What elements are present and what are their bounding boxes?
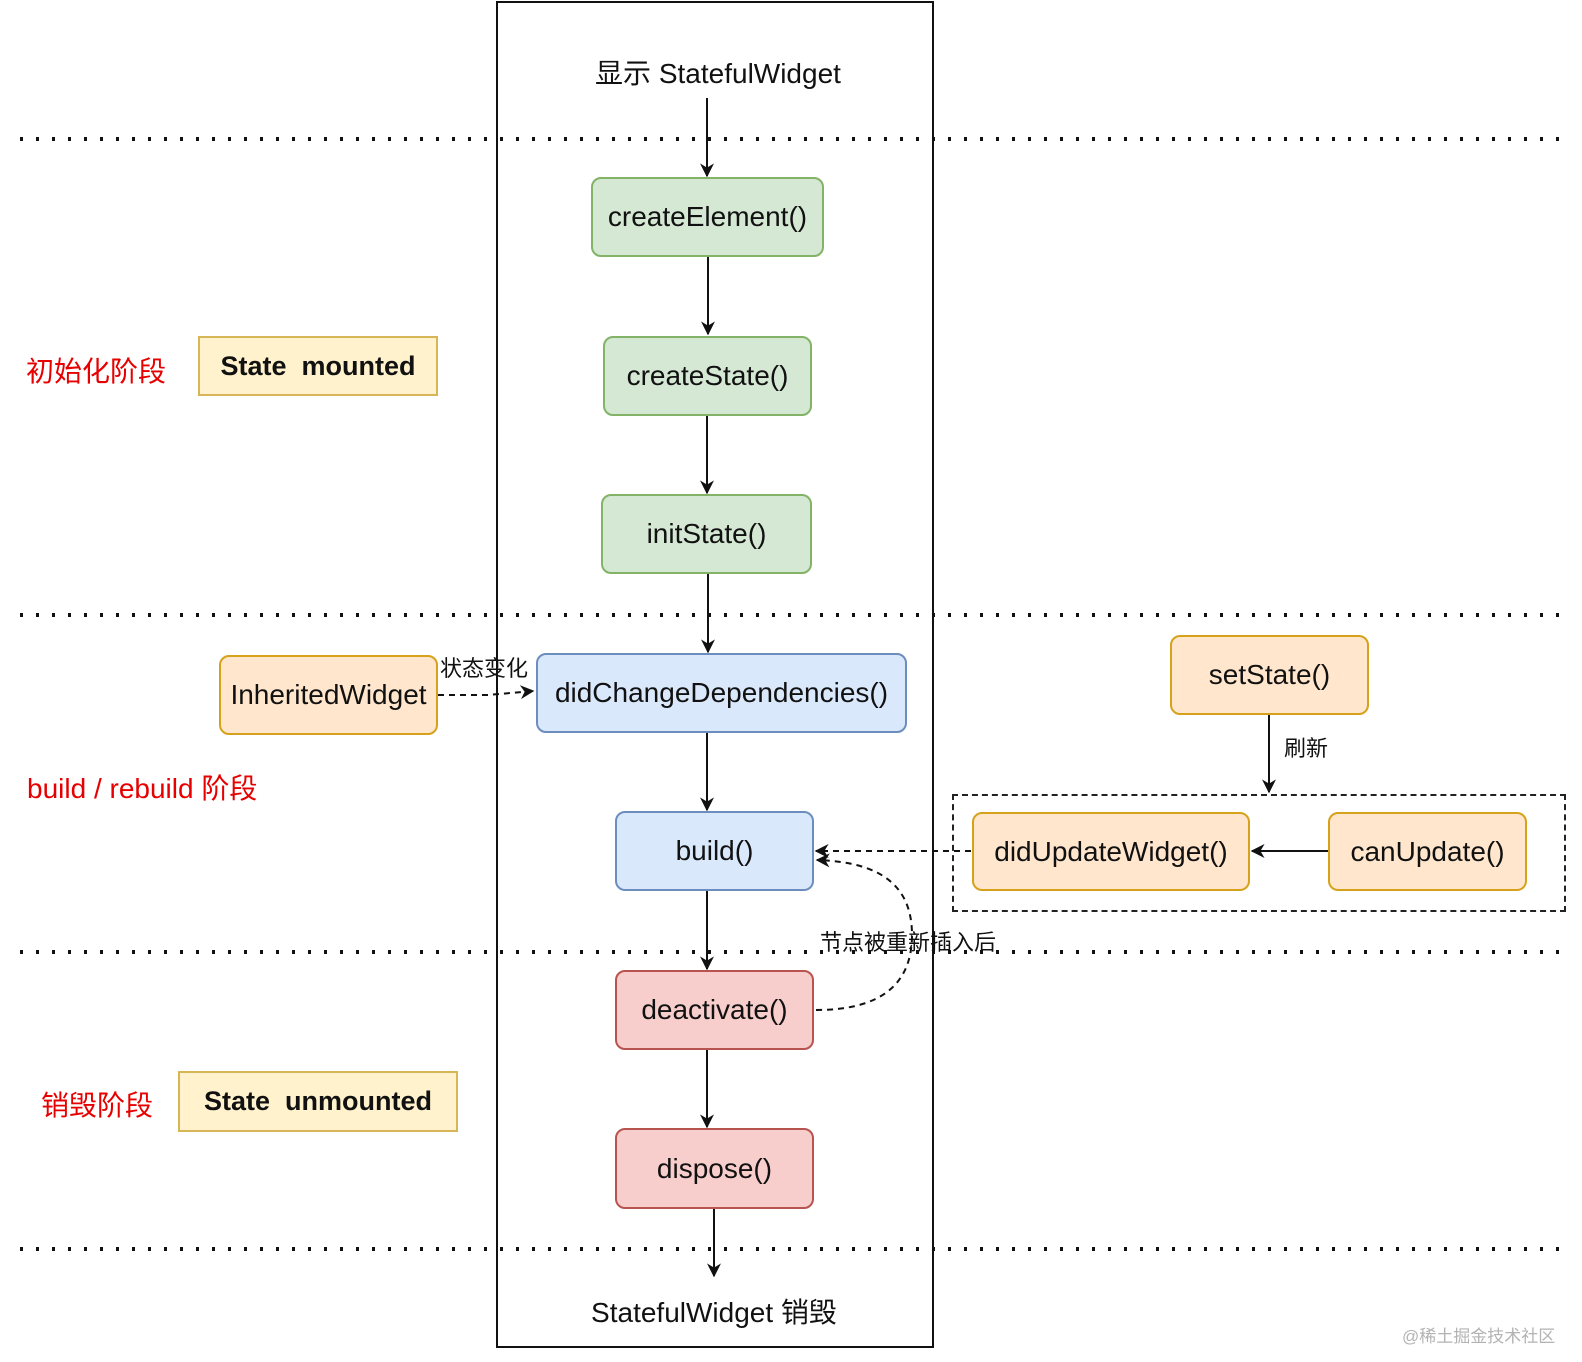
lifecycle-column-frame — [496, 1, 934, 1348]
edge-label-refresh: 刷新 — [1284, 736, 1329, 761]
edge-label-state-change: 状态变化 — [440, 656, 529, 681]
node-inherited-widget: InheritedWidget — [219, 655, 438, 735]
node-set-state-label: setState() — [1208, 659, 1331, 690]
edge-label-reinserted: 节点被重新插入后 — [820, 930, 997, 955]
watermark: @稀土掘金技术社区 — [1402, 1327, 1556, 1346]
node-build-label: build() — [675, 835, 754, 866]
node-init-state-label: initState() — [646, 518, 767, 549]
state-mounted-label: State mounted — [220, 350, 416, 381]
edge-inherited-to-didchange — [438, 685, 535, 700]
node-dispose: dispose() — [615, 1128, 814, 1209]
phase-label-init: 初始化阶段 — [26, 356, 167, 387]
node-deactivate: deactivate() — [615, 970, 814, 1050]
node-create-state: createState() — [603, 336, 812, 416]
node-deactivate-label: deactivate() — [641, 994, 788, 1025]
node-did-change-dependencies-label: didChangeDependencies() — [554, 677, 889, 708]
node-build: build() — [615, 811, 814, 891]
node-can-update: canUpdate() — [1328, 812, 1527, 891]
state-unmounted-label: State unmounted — [204, 1086, 432, 1116]
node-did-update-widget-label: didUpdateWidget() — [994, 835, 1228, 867]
start-text: 显示 StatefulWidget — [595, 58, 841, 89]
node-create-element-label: createElement() — [607, 201, 808, 232]
node-inherited-widget-label: InheritedWidget — [230, 679, 427, 710]
node-did-change-dependencies: didChangeDependencies() — [536, 653, 907, 733]
node-did-update-widget: didUpdateWidget() — [972, 812, 1250, 891]
state-mounted-box: State mounted — [198, 336, 438, 396]
end-text: StatefulWidget 销毁 — [591, 1297, 837, 1328]
node-set-state: setState() — [1170, 635, 1369, 715]
node-create-element: createElement() — [591, 177, 824, 257]
node-init-state: initState() — [601, 494, 812, 574]
widget-update-group — [952, 794, 1566, 912]
phase-label-destroy: 销毁阶段 — [41, 1090, 154, 1121]
node-can-update-label: canUpdate() — [1350, 835, 1505, 867]
node-dispose-label: dispose() — [656, 1152, 773, 1184]
phase-label-build: build / rebuild 阶段 — [27, 773, 258, 804]
node-create-state-label: createState() — [626, 360, 789, 391]
state-unmounted-box: State unmounted — [178, 1071, 458, 1132]
